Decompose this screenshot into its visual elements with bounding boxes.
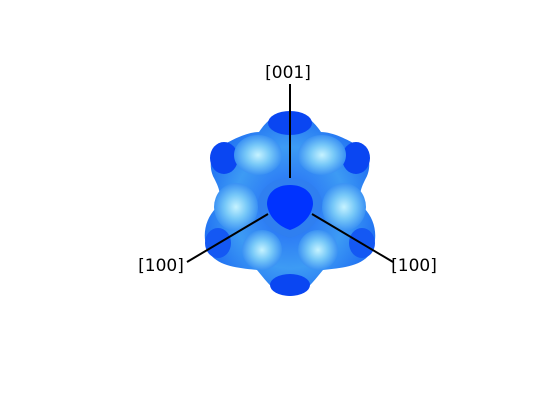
lobe-tip-upper-left xyxy=(210,142,238,174)
lobe-tip-upper-right xyxy=(342,142,370,174)
bulge-right xyxy=(322,183,366,231)
bulge-left xyxy=(214,183,258,231)
lobe-tip-bottom xyxy=(270,274,310,296)
axis-label-100-right: [100] xyxy=(391,256,437,276)
bulge-bottom-right xyxy=(298,230,338,270)
axis-line-100-left xyxy=(186,213,269,263)
surface-body xyxy=(204,111,376,296)
center-dip xyxy=(267,185,313,230)
axis-label-100-left: [100] xyxy=(138,256,184,276)
axes: [001] [100] [100] xyxy=(138,63,437,276)
bulge-top-right xyxy=(298,135,346,175)
axis-line-100-right xyxy=(311,213,394,263)
bulge-top-left xyxy=(234,135,282,175)
bulge-bottom-left xyxy=(242,230,282,270)
axis-label-001: [001] xyxy=(265,63,311,83)
